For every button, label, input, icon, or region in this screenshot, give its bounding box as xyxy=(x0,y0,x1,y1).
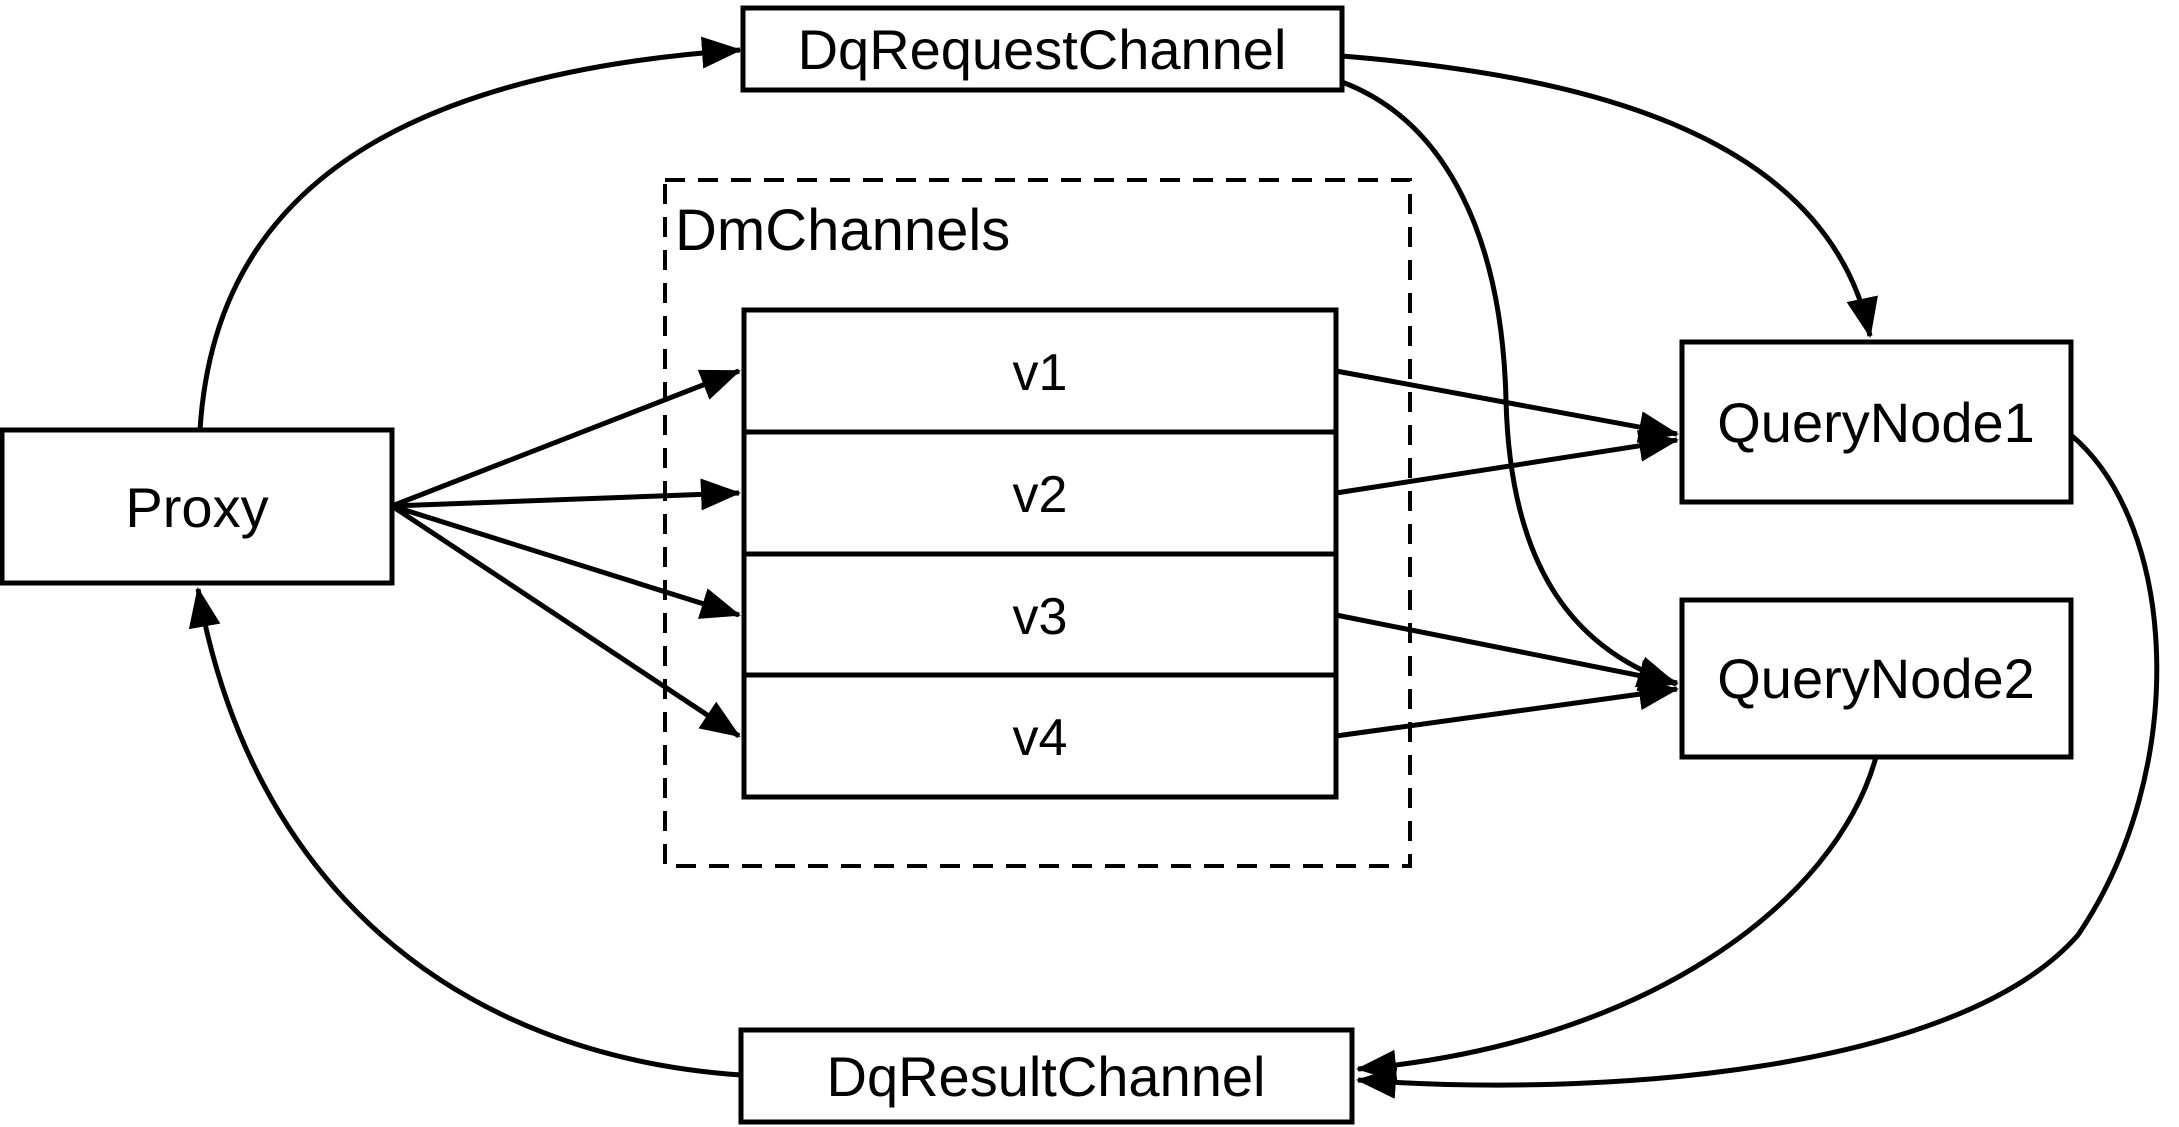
edge-proxy-to-v1 xyxy=(391,368,741,509)
edge-layer xyxy=(188,36,2160,1099)
query-node-2-box xyxy=(1679,597,2074,760)
edge-dqrequestchannel-to-querynode1 xyxy=(1341,53,1878,338)
channel-row-v1-label: v1 xyxy=(1013,344,1068,402)
edge-v3-to-querynode2 xyxy=(1335,612,1679,692)
edge-dqresultchannel-to-proxy xyxy=(188,587,742,1078)
edge-proxy-to-v2 xyxy=(391,478,741,511)
channel-row-v2-label: v2 xyxy=(1013,466,1068,524)
query-node-1-label: QueryNode1 xyxy=(1717,391,2035,454)
query-node-2-label: QueryNode2 xyxy=(1717,647,2035,710)
dm-channels-group-label: DmChannels xyxy=(675,198,1010,263)
edge-proxy-to-v3 xyxy=(391,503,741,619)
edge-dqrequestchannel-to-querynode2 xyxy=(1341,79,1678,688)
channel-row-v4-label: v4 xyxy=(1013,709,1068,767)
edge-v2-to-querynode1 xyxy=(1335,430,1679,496)
edge-proxy-to-v4 xyxy=(390,503,741,739)
node-dq-request-channel: DqRequestChannel xyxy=(740,5,1345,93)
node-dq-result-channel: DqResultChannel xyxy=(738,1027,1355,1125)
edge-querynode1-to-dqresultchannel xyxy=(1356,433,2160,1099)
edge-querynode2-to-dqresultchannel xyxy=(1356,756,1879,1082)
edge-v4-to-querynode2 xyxy=(1335,678,1679,739)
channel-table: v1 v2 v3 v4 xyxy=(741,307,1339,800)
dq-result-channel-label: DqResultChannel xyxy=(827,1045,1266,1108)
query-node-1-box xyxy=(1679,339,2074,505)
dq-request-channel-box xyxy=(740,5,1345,93)
dq-result-channel-box xyxy=(738,1027,1355,1125)
edge-v1-to-querynode1 xyxy=(1335,368,1679,443)
channel-row-v3-label: v3 xyxy=(1013,588,1068,646)
node-query-node-1: QueryNode1 xyxy=(1679,339,2074,505)
dm-channels-group-box xyxy=(663,178,1412,868)
proxy-box xyxy=(0,427,395,586)
proxy-label: Proxy xyxy=(125,476,268,539)
node-proxy: Proxy xyxy=(0,427,395,586)
node-query-node-2: QueryNode2 xyxy=(1679,597,2074,760)
dq-request-channel-label: DqRequestChannel xyxy=(798,18,1287,81)
edge-proxy-to-dqrequestchannel xyxy=(197,36,742,431)
